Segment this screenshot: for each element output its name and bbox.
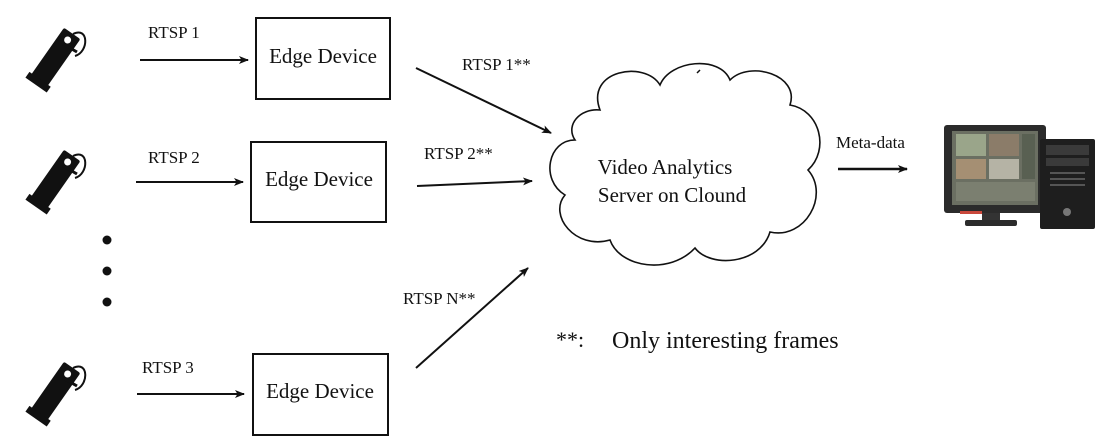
edge-device-3-label: Edge Device (266, 379, 374, 403)
edge-device-1-label: Edge Device (269, 44, 377, 68)
edge-device-1: Edge Device (255, 17, 391, 100)
metadata-label: Meta-data (836, 133, 905, 152)
filtered-arrow-n (415, 267, 529, 369)
camera-2-security-camera-icon (23, 148, 87, 216)
filtered-arrow-1 (415, 67, 552, 134)
edge-device-3: Edge Device (252, 353, 389, 436)
filtered-arrow-2 (416, 177, 533, 187)
camera-3-security-camera-icon (23, 360, 87, 428)
camera-1-security-camera-icon (23, 26, 87, 94)
cloud-server: Video Analytics Server on Clound (549, 62, 821, 266)
edge-device-2-label: Edge Device (265, 167, 373, 191)
cloud-label-line2: Server on Clound (598, 183, 747, 207)
footnote-text: Only interesting frames (612, 328, 839, 354)
filtered-label-2: RTSP 2** (424, 144, 493, 163)
rtsp-label-2: RTSP 2 (148, 148, 200, 167)
computer-workstation-icon (944, 125, 1095, 229)
filtered-label-n: RTSP N** (403, 289, 476, 308)
rtsp-label-1: RTSP 1 (148, 23, 200, 42)
filtered-label-1: RTSP 1** (462, 55, 531, 74)
edge-device-2: Edge Device (250, 141, 387, 223)
more-cameras-ellipsis (102, 235, 112, 307)
rtsp-label-3: RTSP 3 (142, 358, 194, 377)
cloud-label-line1: Video Analytics (598, 155, 733, 179)
footnote-marker: **: (556, 327, 584, 352)
